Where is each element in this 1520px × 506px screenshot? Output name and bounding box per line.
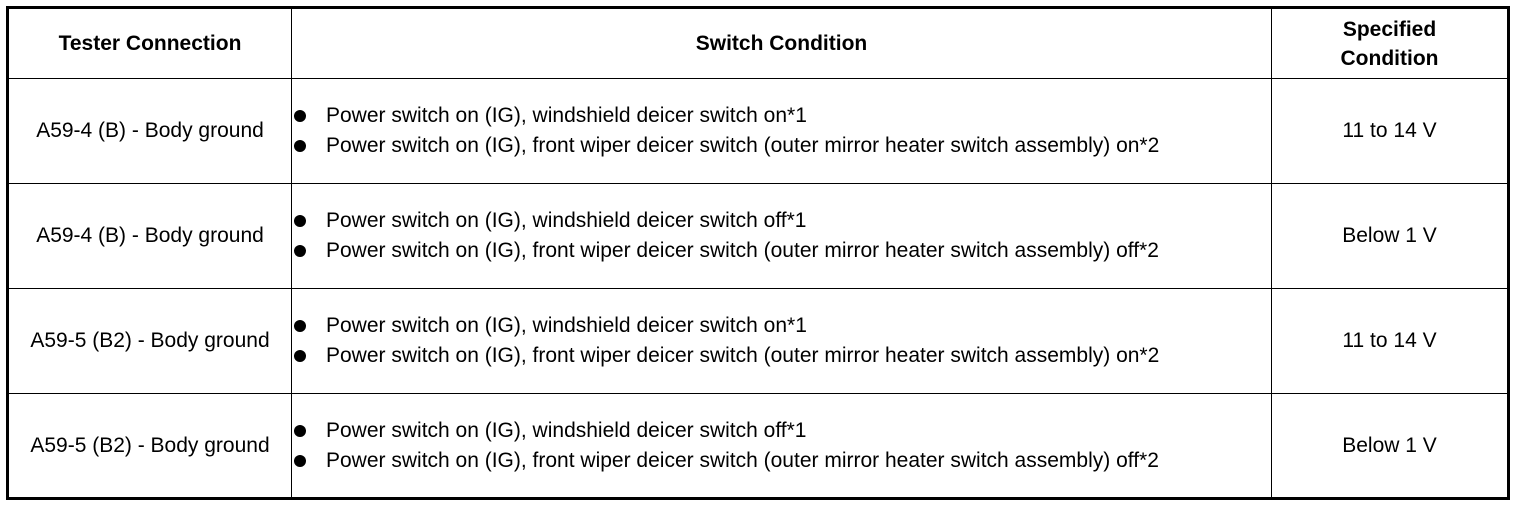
condition-text: Power switch on (IG), front wiper deicer… xyxy=(326,239,1159,262)
condition-item: Power switch on (IG), front wiper deicer… xyxy=(292,131,1271,161)
bullet-icon xyxy=(294,215,306,227)
specified-condition-cell: 11 to 14 V xyxy=(1271,288,1509,394)
condition-list: Power switch on (IG), windshield deicer … xyxy=(292,101,1271,161)
spec-table: Tester Connection Switch Condition Speci… xyxy=(6,6,1510,500)
switch-condition-cell: Power switch on (IG), windshield deicer … xyxy=(291,393,1272,499)
table-row: A59-4 (B) - Body ground Power switch on … xyxy=(7,78,1509,184)
condition-item: Power switch on (IG), windshield deicer … xyxy=(292,101,1271,131)
bullet-icon xyxy=(294,110,306,122)
specified-condition-cell: Below 1 V xyxy=(1271,393,1509,499)
condition-item: Power switch on (IG), windshield deicer … xyxy=(292,311,1271,341)
table-row: A59-4 (B) - Body ground Power switch on … xyxy=(7,183,1509,289)
condition-item: Power switch on (IG), front wiper deicer… xyxy=(292,236,1271,266)
specified-condition-cell: 11 to 14 V xyxy=(1271,78,1509,184)
table-row: A59-5 (B2) - Body ground Power switch on… xyxy=(7,393,1509,499)
bullet-icon xyxy=(294,140,306,152)
table-row: A59-5 (B2) - Body ground Power switch on… xyxy=(7,288,1509,394)
condition-text: Power switch on (IG), windshield deicer … xyxy=(326,418,807,442)
tester-connection-cell: A59-4 (B) - Body ground xyxy=(7,78,292,184)
condition-text: Power switch on (IG), windshield deicer … xyxy=(326,104,807,127)
condition-text: Power switch on (IG), front wiper deicer… xyxy=(326,134,1160,157)
switch-condition-cell: Power switch on (IG), windshield deicer … xyxy=(291,78,1272,184)
tester-connection-cell: A59-5 (B2) - Body ground xyxy=(7,393,292,499)
header-specified-line1: Specified xyxy=(1342,17,1437,41)
switch-condition-cell: Power switch on (IG), windshield deicer … xyxy=(291,183,1272,289)
specified-condition-cell: Below 1 V xyxy=(1271,183,1509,289)
condition-text: Power switch on (IG), front wiper deicer… xyxy=(326,344,1160,367)
condition-list: Power switch on (IG), windshield deicer … xyxy=(292,311,1271,371)
tester-connection-cell: A59-5 (B2) - Body ground xyxy=(7,288,292,394)
bullet-icon xyxy=(294,424,306,437)
condition-list: Power switch on (IG), windshield deicer … xyxy=(292,416,1271,476)
condition-item: Power switch on (IG), windshield deicer … xyxy=(292,206,1271,236)
tester-connection-cell: A59-4 (B) - Body ground xyxy=(7,183,292,289)
condition-text: Power switch on (IG), windshield deicer … xyxy=(326,209,807,232)
condition-item: Power switch on (IG), windshield deicer … xyxy=(292,416,1271,446)
header-tester-connection: Tester Connection xyxy=(7,7,292,79)
condition-item: Power switch on (IG), front wiper deicer… xyxy=(292,446,1271,476)
condition-text: Power switch on (IG), front wiper deicer… xyxy=(326,448,1159,472)
switch-condition-cell: Power switch on (IG), windshield deicer … xyxy=(291,288,1272,394)
bullet-icon xyxy=(294,245,306,257)
bullet-icon xyxy=(294,350,306,362)
bullet-icon xyxy=(294,320,306,332)
header-switch-condition: Switch Condition xyxy=(291,7,1272,79)
bullet-icon xyxy=(294,454,306,467)
condition-item: Power switch on (IG), front wiper deicer… xyxy=(292,341,1271,371)
condition-text: Power switch on (IG), windshield deicer … xyxy=(326,314,807,337)
header-row: Tester Connection Switch Condition Speci… xyxy=(7,7,1509,79)
condition-list: Power switch on (IG), windshield deicer … xyxy=(292,206,1271,266)
header-specified-line2: Condition xyxy=(1340,46,1439,70)
